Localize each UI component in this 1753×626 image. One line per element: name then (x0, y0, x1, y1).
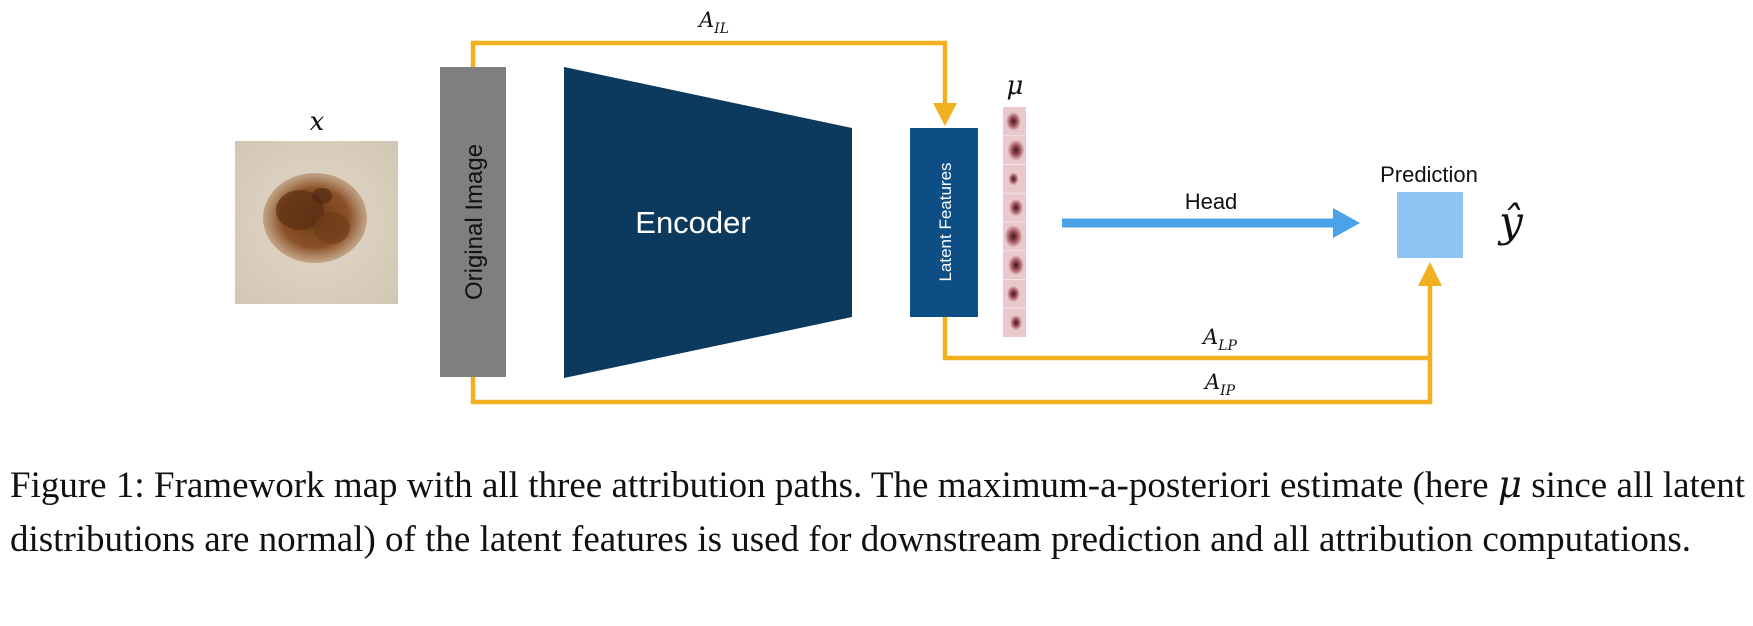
prediction-block (1397, 192, 1463, 258)
path-ip-line (470, 284, 1433, 405)
caption-suffix: since all latent distributions are norma… (10, 465, 1745, 560)
mu-thumbnail-strip (1003, 107, 1026, 337)
mu-thumbnail (1009, 199, 1023, 217)
path-ip-label: AIP (1203, 370, 1236, 399)
mu-thumbnail (1006, 112, 1021, 131)
path-il-line (470, 40, 948, 104)
original-image-block (440, 67, 506, 377)
mu-thumbnail (1004, 225, 1023, 248)
original-image-label: Original Image (461, 144, 488, 300)
mu-label: μ (1007, 71, 1024, 101)
mu-thumbnail (1008, 172, 1019, 186)
path-lp-label: ALP (1201, 325, 1237, 354)
figure-caption: Figure 1: Framework map with all three a… (10, 458, 1745, 567)
mu-thumbnail (1007, 139, 1025, 161)
caption-mu: μ (1497, 463, 1522, 506)
output-label: ŷ (1497, 197, 1524, 246)
input-label: x (310, 107, 325, 137)
diagram-canvas: x Original Image Encoder Latent Features… (235, 8, 1524, 405)
latent-features-block (910, 128, 978, 317)
prediction-label: Prediction (1380, 162, 1478, 187)
latent-features-label: Latent Features (936, 162, 955, 281)
head-label: Head (1185, 189, 1238, 214)
path-ip-arrowhead (1418, 262, 1442, 286)
path-il-arrowhead (933, 103, 957, 126)
path-lp-line (942, 317, 1430, 361)
encoder-label: Encoder (635, 205, 750, 240)
input-image (235, 141, 398, 304)
head-arrow-head (1333, 208, 1360, 238)
encoder-block (564, 67, 852, 378)
mu-thumbnail (1007, 285, 1020, 302)
path-il-label: AIL (697, 8, 729, 37)
caption-prefix: Figure 1: Framework map with all three a… (10, 465, 1498, 506)
mu-thumbnail (1010, 315, 1022, 331)
mu-thumbnail (1008, 255, 1024, 275)
